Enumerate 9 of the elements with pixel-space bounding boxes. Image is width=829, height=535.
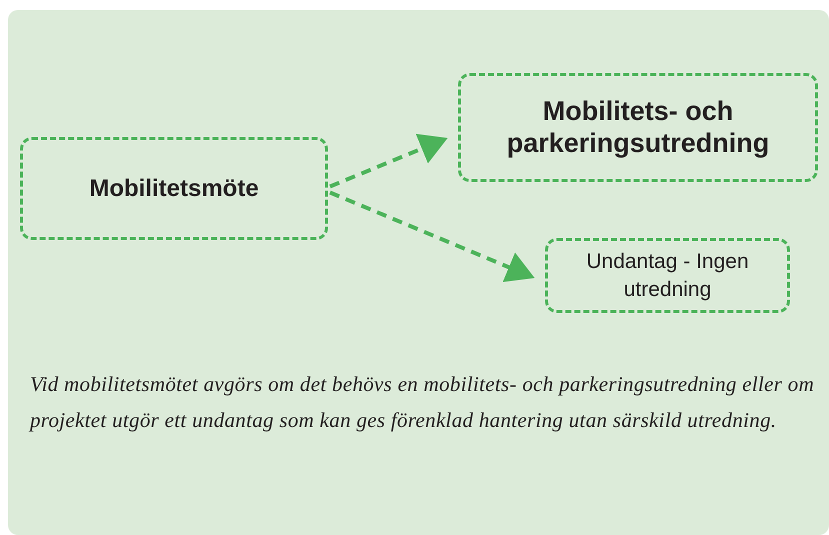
dashed-box	[545, 238, 790, 313]
caption: Vid mobilitetsmötet avgörs om det behövs en mobilitets- och parkeringsutredning eller om projektet utgör ett undantag som kan ges förenklad hantering utan särskild utredning.	[30, 371, 816, 434]
node-label: Mobilitetsmöte	[89, 174, 259, 204]
dashed-arrow	[329, 190, 535, 282]
dashed-arrow	[329, 134, 448, 188]
node-label: Undantag - Ingen utredning	[585, 249, 750, 302]
dashed-box	[458, 73, 818, 182]
node-label: Mobilitets- och parkeringsutredning	[506, 96, 770, 159]
dashed-box	[20, 137, 328, 240]
